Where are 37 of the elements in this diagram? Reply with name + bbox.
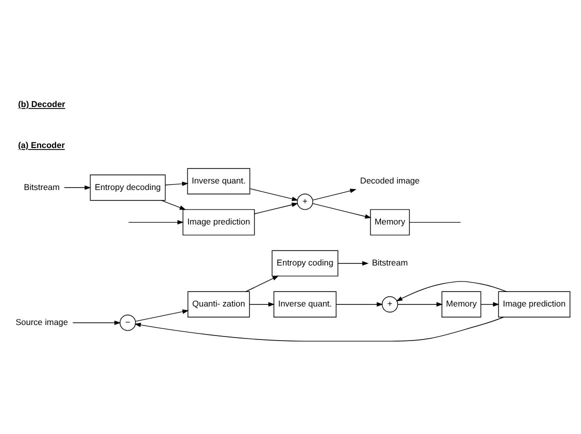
- node-circle: +: [296, 194, 314, 210]
- node-box: Entropy decoding: [90, 174, 166, 201]
- arrow: [338, 261, 369, 266]
- arrow: [161, 200, 186, 210]
- node-box: Inverse quant.: [187, 168, 250, 194]
- node-box: Quanti- zation: [188, 291, 250, 318]
- arrow: [396, 281, 507, 302]
- node-box: Entropy coding: [272, 250, 338, 276]
- label: (a) Encoder: [18, 140, 65, 150]
- arrow: [254, 202, 298, 214]
- arrow: [250, 188, 298, 202]
- node-box: Image prediction: [498, 291, 570, 318]
- node-circle: −: [120, 314, 136, 331]
- node-circle: +: [382, 296, 398, 313]
- arrow: [480, 302, 500, 307]
- node-text: Bitstream: [372, 258, 408, 268]
- node-box: Memory: [442, 291, 482, 318]
- arrow: [135, 309, 189, 322]
- node-box: Image prediction: [182, 209, 255, 236]
- arrow: [64, 185, 92, 190]
- arrow: [72, 320, 121, 326]
- arrow: [312, 203, 372, 219]
- node-box: Inverse quant.: [274, 291, 336, 318]
- arrow: [134, 316, 504, 342]
- node-box: Memory: [370, 209, 410, 236]
- node-text: Source image: [16, 316, 68, 327]
- arrow: [249, 302, 275, 307]
- arrow: [398, 302, 443, 307]
- node-text: Bitstream: [24, 182, 60, 192]
- arrow: [312, 188, 356, 200]
- arrow: [336, 302, 384, 307]
- arrow: [245, 276, 279, 292]
- arrow: [165, 182, 188, 186]
- node-text: Decoded image: [360, 175, 420, 186]
- arrow: [128, 220, 184, 225]
- label: (b) Decoder: [18, 99, 66, 110]
- connector: [409, 222, 461, 223]
